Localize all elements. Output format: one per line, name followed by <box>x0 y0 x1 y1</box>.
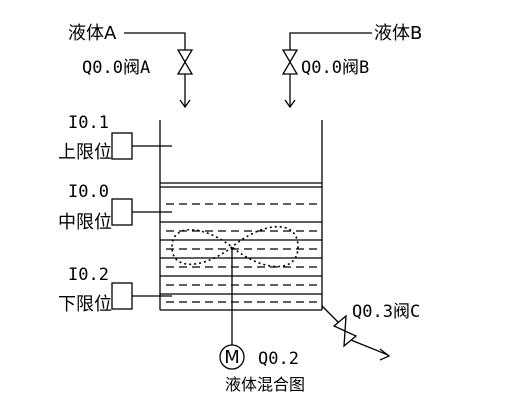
mixing-swirl <box>171 225 299 268</box>
sensor-lower-address: I0.2 <box>68 265 109 285</box>
valve-a-bottom-triangle <box>176 60 194 75</box>
pipe-c-outlet <box>350 339 389 356</box>
flow-arrow-b <box>284 99 296 109</box>
sensor-lower: I0.2 下限位 <box>58 265 172 315</box>
valve-c-top-triangle <box>332 314 347 332</box>
watermark-text: 头条 @PLC编程 <box>418 384 511 400</box>
motor-address: Q0.2 <box>258 349 299 369</box>
flow-arrow-c <box>379 348 391 361</box>
sensor-upper-address: I0.1 <box>68 113 109 133</box>
sensor-lower-name: 下限位 <box>58 294 112 315</box>
valve-a-top-triangle <box>176 49 194 64</box>
valve-a-assembly: 液体A Q0.0阀A <box>68 23 194 109</box>
pipe-b-inlet <box>289 32 372 50</box>
sensor-upper-box <box>111 132 133 160</box>
valve-c-assembly: Q0.3阀C <box>321 302 420 361</box>
valve-b-label: Q0.0阀B <box>301 58 369 78</box>
sensor-middle-address: I0.0 <box>68 182 109 202</box>
valve-c-bottom-triangle <box>343 330 358 348</box>
pipe-c-inlet <box>321 305 339 323</box>
liquid-b-label: 液体B <box>374 23 422 44</box>
liquid-a-label: 液体A <box>68 23 117 44</box>
diagram-caption: 液体混合图 <box>225 375 305 394</box>
sensor-middle: I0.0 中限位 <box>58 182 172 233</box>
valve-b-bottom-triangle <box>281 60 299 75</box>
motor: M Q0.2 <box>219 344 299 370</box>
valve-c-label: Q0.3阀C <box>352 302 420 322</box>
motor-circle <box>219 344 245 370</box>
sensor-upper: I0.1 上限位 <box>58 113 172 163</box>
pipe-a-inlet <box>124 32 186 50</box>
sensor-upper-name: 上限位 <box>58 142 112 163</box>
mixing-tank <box>159 120 323 345</box>
sensor-lower-box <box>111 282 133 310</box>
sensor-middle-name: 中限位 <box>58 212 112 233</box>
valve-b-top-triangle <box>281 49 299 64</box>
sensor-middle-box <box>111 198 133 226</box>
valve-a-label: Q0.0阀A <box>82 58 150 78</box>
valve-b-assembly: 液体B Q0.0阀B <box>281 23 422 109</box>
motor-symbol: M <box>224 347 240 368</box>
flow-arrow-a <box>179 99 191 109</box>
